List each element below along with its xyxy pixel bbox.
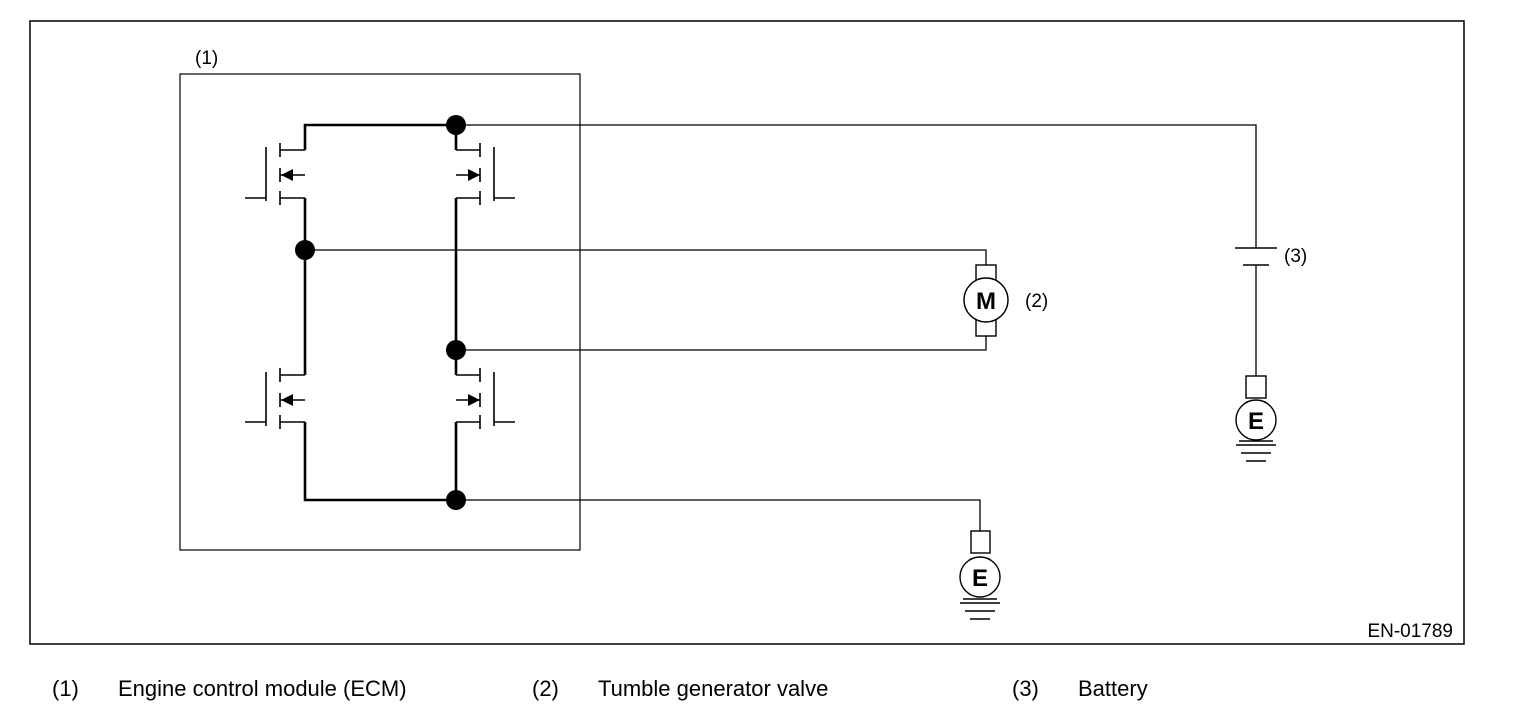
ground-letter-battery: E (1248, 408, 1264, 435)
battery-symbol (1235, 247, 1277, 266)
ground-symbol-ecm (959, 530, 1001, 620)
external-wires (315, 124, 1257, 531)
ecm-callout: (1) (195, 48, 218, 69)
legend-num-ecm: (1) (52, 676, 79, 701)
mosfet-top-right (456, 143, 515, 205)
battery-callout: (3) (1284, 246, 1307, 267)
figure-id: EN-01789 (1367, 621, 1453, 642)
mosfet-bottom-left (245, 368, 305, 429)
valve-callout: (2) (1025, 291, 1048, 312)
legend-label-ecm: Engine control module (ECM) (118, 676, 407, 701)
diagram-frame (29, 20, 1465, 645)
junction-dots (295, 115, 466, 510)
legend-label-battery: Battery (1078, 676, 1148, 701)
legend-label-valve: Tumble generator valve (598, 676, 829, 701)
legend-num-battery: (3) (1012, 676, 1039, 701)
bridge-wiring (303, 123, 458, 502)
ground-symbol-battery (1235, 375, 1277, 462)
motor-symbol (963, 264, 1009, 337)
legend-num-valve: (2) (532, 676, 559, 701)
mosfet-bottom-right (456, 368, 515, 429)
mosfet-top-left (245, 143, 305, 205)
ground-letter-ecm: E (972, 565, 988, 592)
ecm-box (179, 73, 581, 551)
motor-letter: M (976, 288, 996, 315)
